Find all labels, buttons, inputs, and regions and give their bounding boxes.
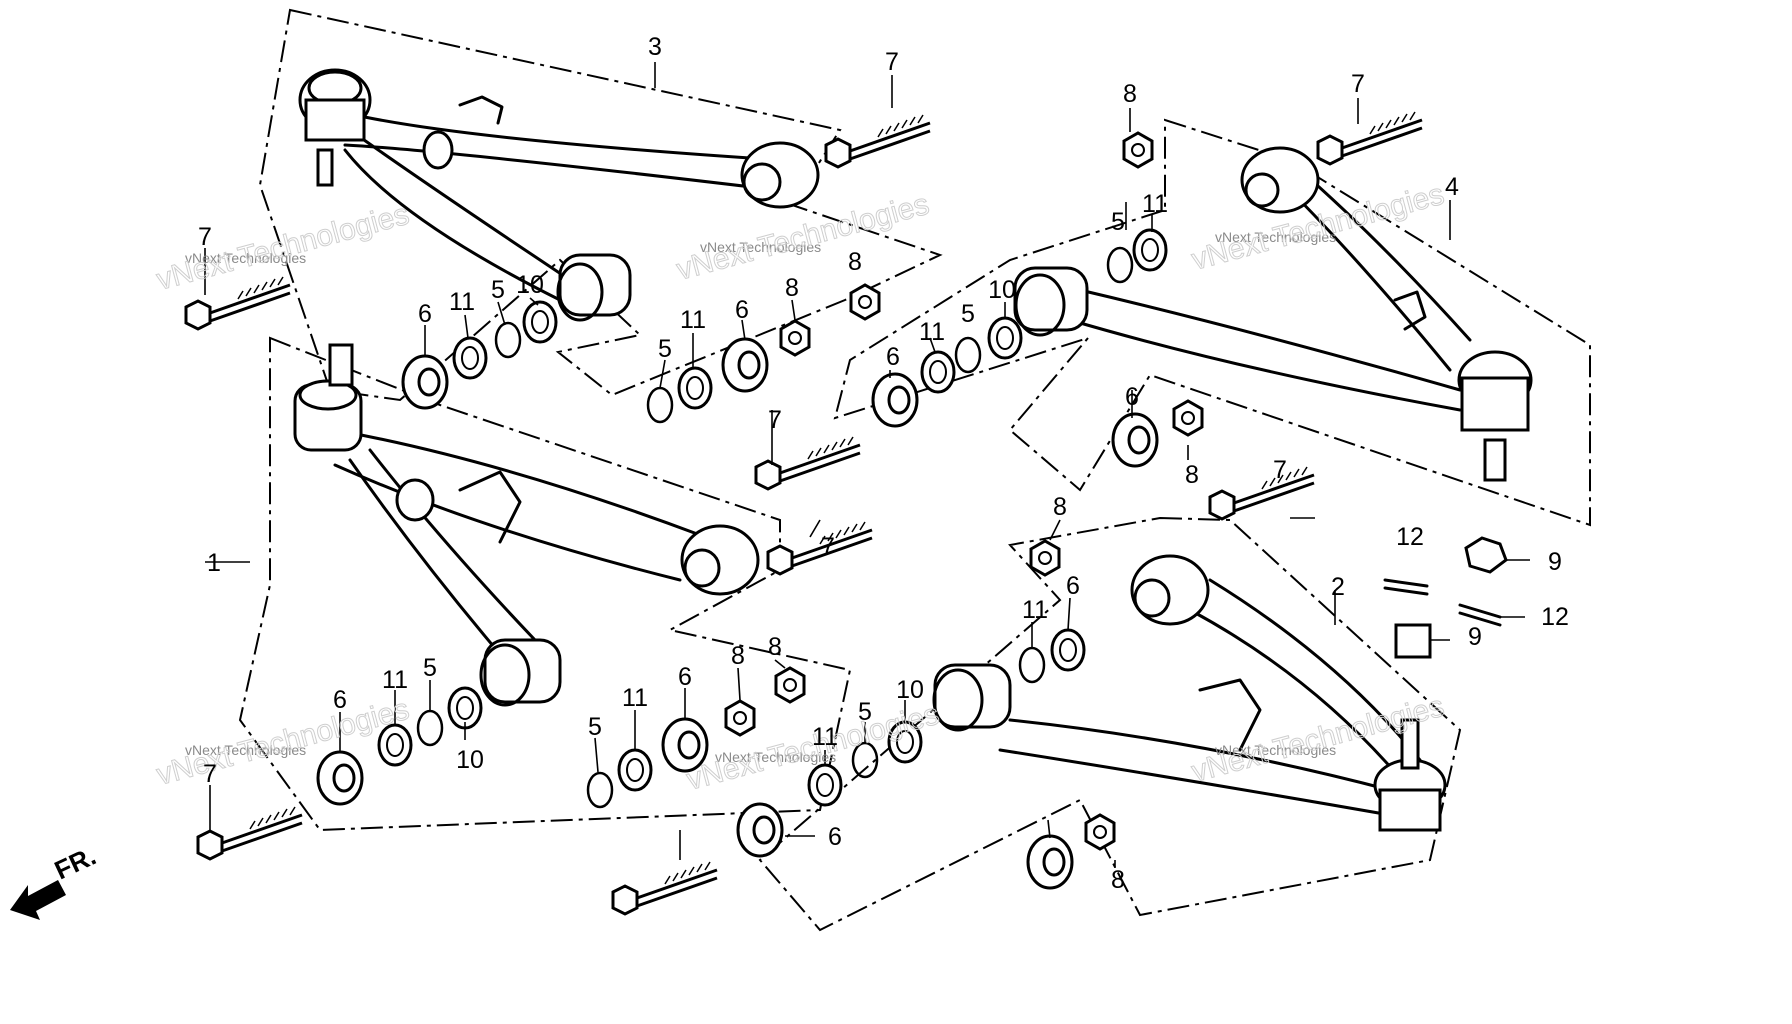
watermark-text: vNext Technologies [185,742,306,758]
watermark-text: vNext Technologies [700,239,821,255]
callout: 6 [678,663,692,691]
callout: 6 [1125,383,1139,411]
callout: 11 [919,318,945,346]
watermark-text: vNext Technologies [1215,742,1336,758]
callout: 6 [886,343,900,371]
callout: 11 [1142,190,1168,218]
callout: 8 [1123,80,1137,108]
callout: 8 [1053,493,1067,521]
leader-lines [204,62,1530,868]
callout: 8 [768,633,782,661]
callout: 9 [1468,623,1482,651]
callout: 12 [1396,523,1424,551]
watermark-text: vNext Technologies [1188,178,1447,277]
callout: 8 [731,642,745,670]
callout: 10 [516,271,544,299]
callout: 5 [1111,208,1125,236]
callout: 5 [858,698,872,726]
watermark-text: vNext Technologies [715,749,836,765]
watermark-text: vNext Technologies [1215,229,1336,245]
callout: 8 [785,274,799,302]
callout: 8 [1185,461,1199,489]
callout: 12 [1541,603,1569,631]
callout: 6 [418,300,432,328]
callout: 8 [1111,866,1125,894]
callout: 10 [896,676,924,704]
upper-arm-left [258,8,943,402]
callout: 5 [961,300,975,328]
callout: 10 [988,276,1016,304]
lower-arm-left [238,336,852,832]
callout: 11 [1022,596,1048,624]
lower-arm-right [758,516,1462,932]
callout: 2 [1331,573,1345,601]
front-label: FR. [50,841,101,886]
callout: 10 [456,746,484,774]
callout: 5 [588,713,602,741]
callout: 6 [735,296,749,324]
callout: 5 [491,276,505,304]
watermark-text: vNext Technologies [185,250,306,266]
callout: 11 [622,684,648,712]
callout: 9 [1548,548,1562,576]
callout: 5 [423,654,437,682]
callout: 8 [848,248,862,276]
watermark-text: vNext Technologies [673,188,932,287]
callout: 11 [680,306,706,334]
callout: 6 [333,686,347,714]
watermarks: vNext Technologies vNext Technologies vN… [153,177,1448,797]
callout: 7 [1273,456,1287,484]
front-direction-marker: FR. [10,841,101,920]
callout: 3 [648,33,662,61]
callout: 5 [658,335,672,363]
callout-numbers: 3 7 8 7 4 7 6 11 5 10 5 11 6 8 8 5 11 6 … [198,33,1569,894]
callout: 11 [382,666,408,694]
watermark-text: vNext Technologies [153,198,412,297]
upper-arm-right [833,118,1591,527]
callout: 7 [198,223,212,251]
callout: 7 [768,406,782,434]
callout: 11 [812,723,838,751]
callout: 7 [1351,70,1365,98]
callout: 11 [449,288,475,316]
callout: 4 [1445,173,1459,201]
callout: 7 [821,533,835,561]
callout: 6 [828,823,842,851]
callout: 6 [1066,572,1080,600]
callout: 7 [203,760,217,788]
callout: 1 [207,549,221,577]
callout: 7 [885,48,899,76]
